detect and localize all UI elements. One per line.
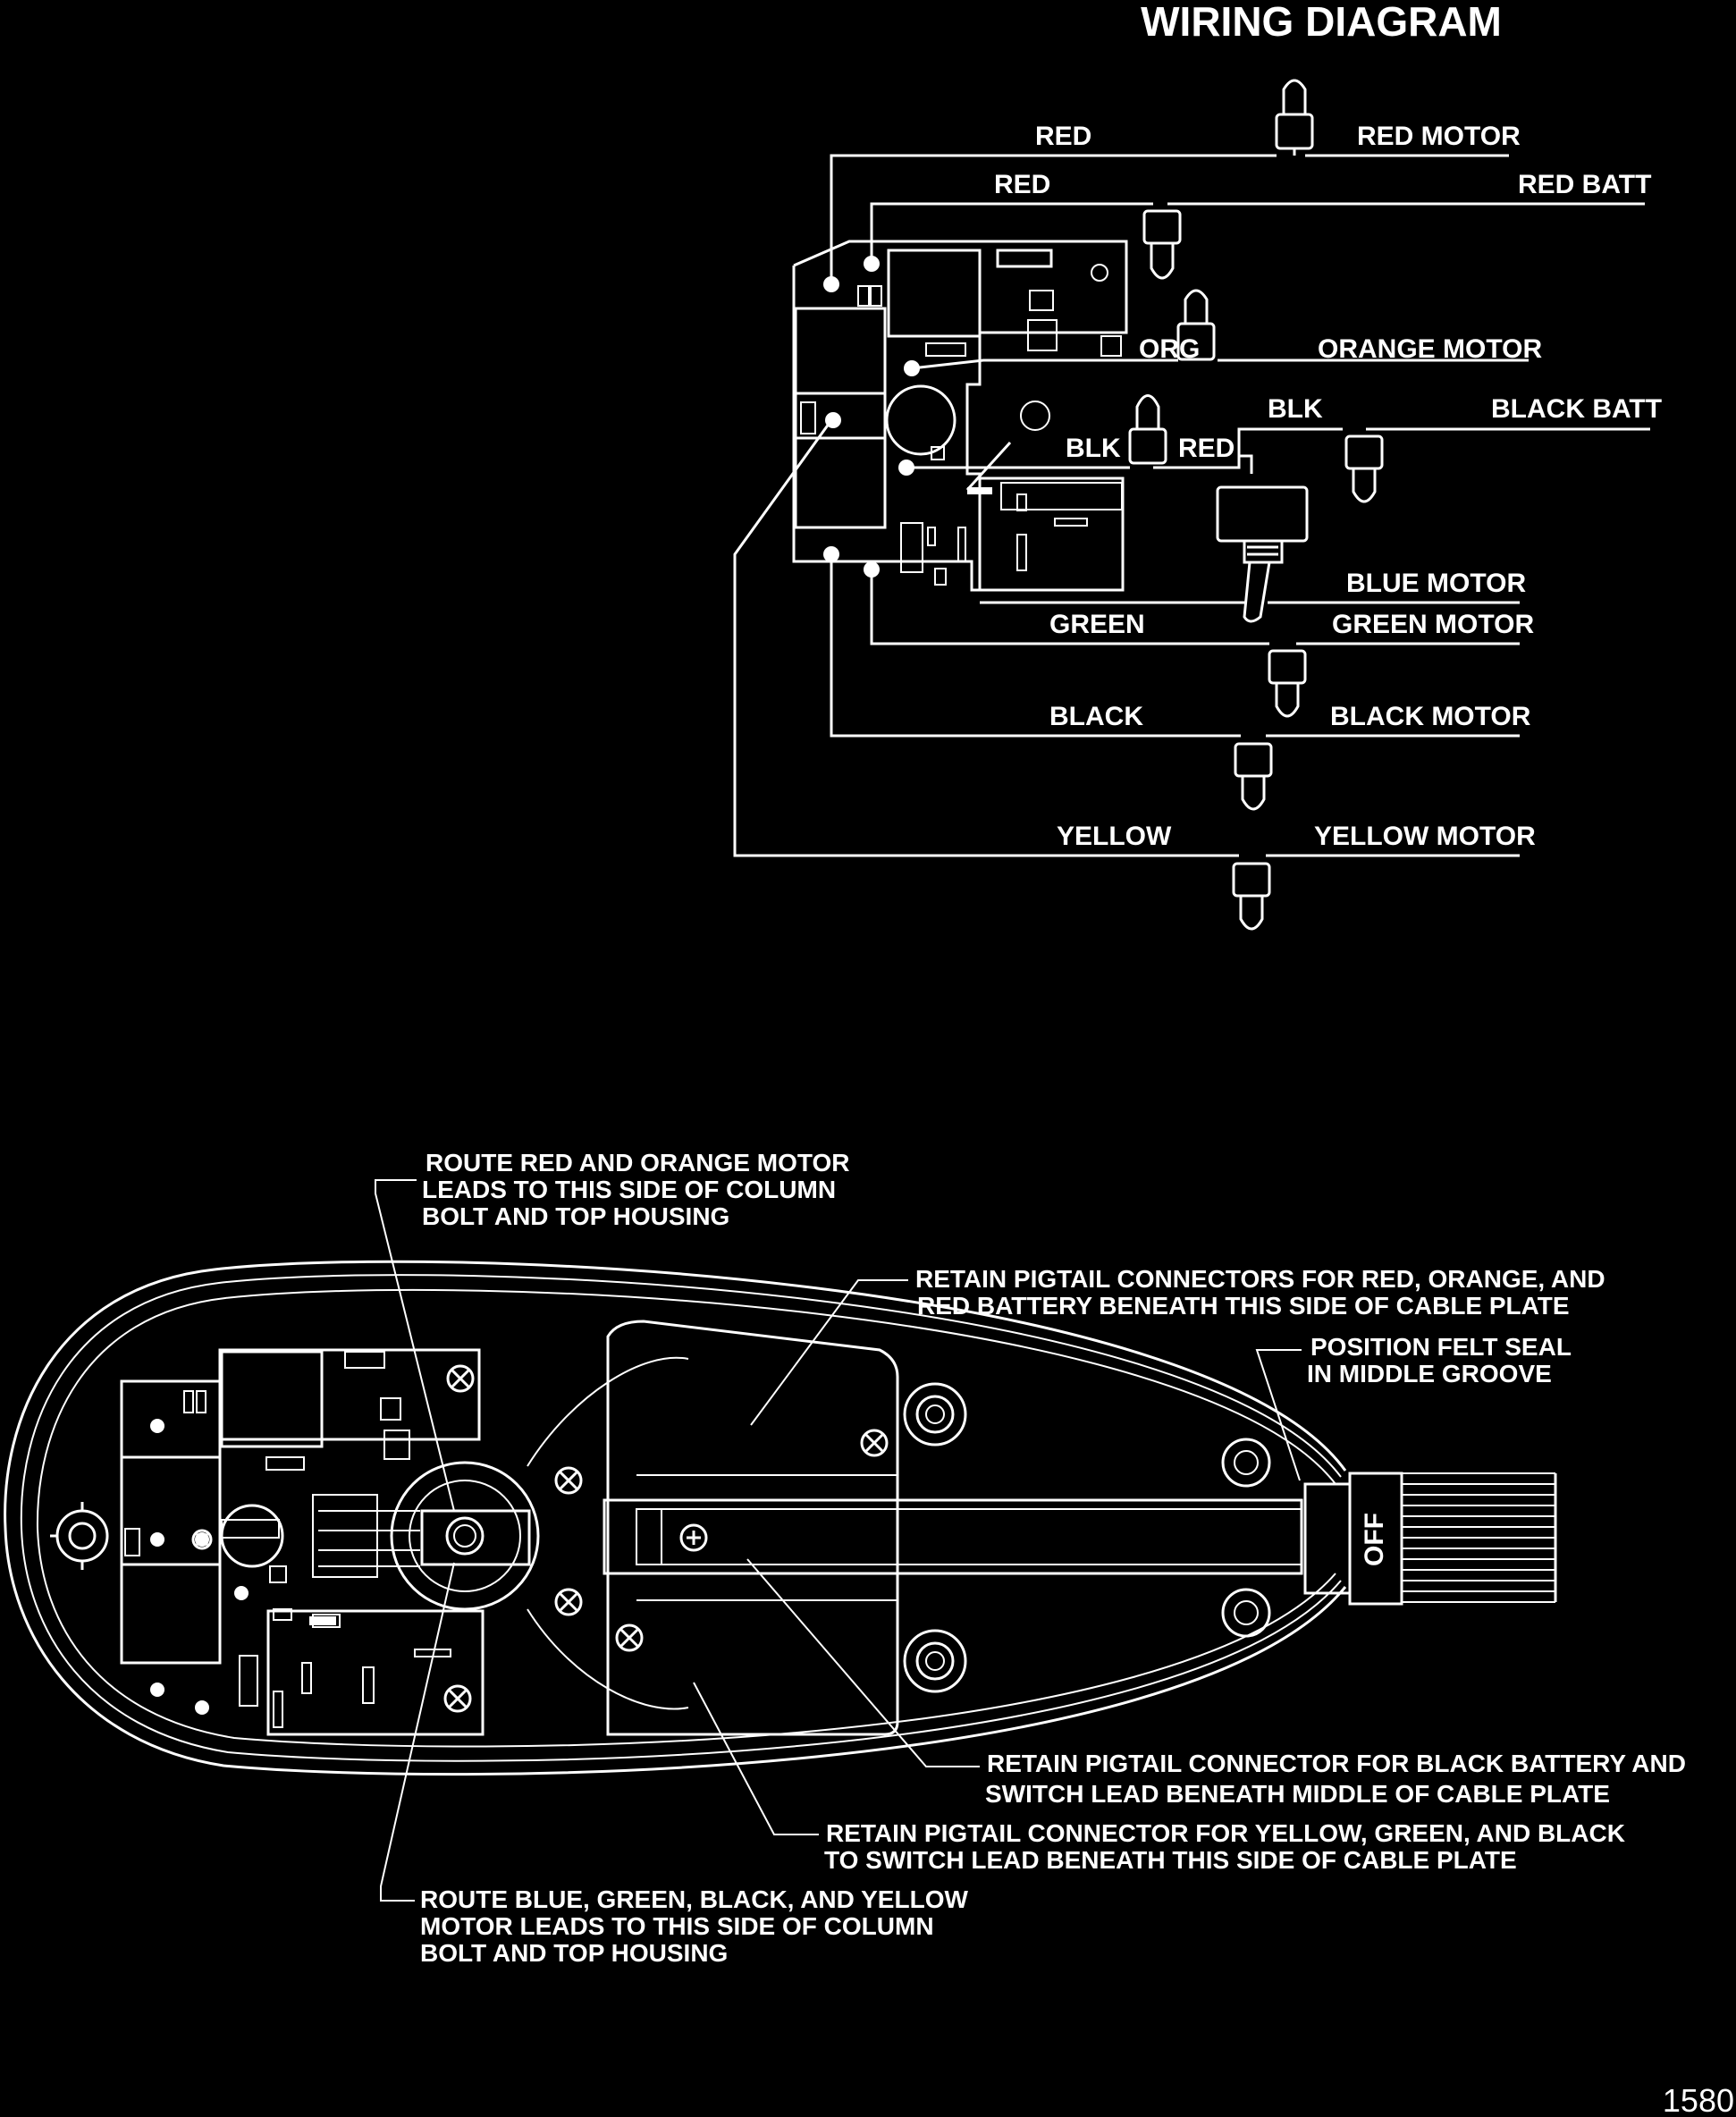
screw-icon <box>554 1466 583 1495</box>
circuit-board <box>792 240 1128 592</box>
callout-notes: ROUTE RED AND ORANGE MOTOR LEADS TO THIS… <box>375 1149 1686 1967</box>
note-retain-red-orange-line2: RED BATTERY BENEATH THIS SIDE OF CABLE P… <box>917 1292 1570 1320</box>
screw-icon <box>554 1588 583 1616</box>
label-green-motor: GREEN MOTOR <box>1332 610 1534 639</box>
note-route-red-orange-line2: LEADS TO THIS SIDE OF COLUMN <box>422 1176 836 1203</box>
label-black-batt: BLACK BATT <box>1491 394 1662 424</box>
label-orange-motor: ORANGE MOTOR <box>1318 334 1542 364</box>
note-retain-red-orange: RETAIN PIGTAIL CONNECTORS FOR RED, ORANG… <box>750 1265 1605 1426</box>
connector-black-batt <box>1344 434 1384 503</box>
housing-screws <box>191 1364 889 1713</box>
label-blk-top: BLK <box>1268 394 1323 424</box>
note-retain-red-orange-line1: RETAIN PIGTAIL CONNECTORS FOR RED, ORANG… <box>915 1265 1605 1293</box>
motor-head-housing: OFF <box>4 1260 1557 1776</box>
connector-green-motor <box>1268 649 1307 718</box>
label-red-batt: RED BATT <box>1518 170 1651 199</box>
label-red-second: RED <box>994 170 1050 199</box>
housing-bushings <box>903 1382 1271 1693</box>
note-route-red-orange-line3: BOLT AND TOP HOUSING <box>422 1202 729 1230</box>
steering-column <box>312 1356 689 1710</box>
note-retain-black-battery-line2: SWITCH LEAD BENEATH MIDDLE OF CABLE PLAT… <box>985 1780 1610 1808</box>
note-route-blue-green-line1: ROUTE BLUE, GREEN, BLACK, AND YELLOW <box>420 1885 968 1913</box>
diagram-title: WIRING DIAGRAM <box>1141 0 1502 45</box>
label-green: GREEN <box>1049 610 1145 639</box>
label-red-motor: RED MOTOR <box>1357 122 1521 151</box>
label-blk-left: BLK <box>1066 434 1121 463</box>
connector-red-batt <box>1142 209 1182 280</box>
screw-icon <box>191 1529 213 1550</box>
screw-icon <box>443 1684 472 1713</box>
wiring-schematic: RED RED MOTOR RED RED BATT ORG ORANGE MO… <box>733 79 1662 931</box>
label-blue-motor: BLUE MOTOR <box>1346 569 1526 598</box>
note-felt-seal-line1: POSITION FELT SEAL <box>1310 1333 1572 1361</box>
note-retain-ygb-line1: RETAIN PIGTAIL CONNECTOR FOR YELLOW, GRE… <box>826 1819 1625 1847</box>
center-bolt-icon <box>679 1523 708 1552</box>
strain-relief: OFF <box>1303 1472 1557 1606</box>
wire-labels: RED RED MOTOR RED RED BATT ORG ORANGE MO… <box>994 122 1662 851</box>
label-red-top: RED <box>1035 122 1091 151</box>
note-route-red-orange-line1: ROUTE RED AND ORANGE MOTOR <box>426 1149 849 1177</box>
note-felt-seal: POSITION FELT SEAL IN MIDDLE GROOVE <box>1255 1333 1572 1481</box>
note-route-blue-green-line3: BOLT AND TOP HOUSING <box>420 1939 728 1967</box>
connector-blk-switch <box>1128 394 1167 465</box>
connector-red-motor <box>1275 79 1314 156</box>
note-route-red-orange: ROUTE RED AND ORANGE MOTOR LEADS TO THIS… <box>375 1149 849 1512</box>
connector-black-motor <box>1234 742 1273 811</box>
off-switch-label: OFF <box>1360 1513 1389 1566</box>
label-org: ORG <box>1139 334 1200 364</box>
note-felt-seal-line2: IN MIDDLE GROOVE <box>1307 1360 1552 1387</box>
housing-circuit-board <box>120 1348 485 1736</box>
nose-mount <box>50 1502 109 1570</box>
screw-icon <box>446 1364 475 1393</box>
note-retain-yellow-green-black: RETAIN PIGTAIL CONNECTOR FOR YELLOW, GRE… <box>693 1682 1625 1874</box>
screw-icon <box>615 1624 644 1652</box>
note-retain-black-battery-line1: RETAIN PIGTAIL CONNECTOR FOR BLACK BATTE… <box>987 1750 1686 1777</box>
note-retain-black-battery: RETAIN PIGTAIL CONNECTOR FOR BLACK BATTE… <box>746 1558 1686 1808</box>
cable-grip-ribs <box>1402 1472 1557 1603</box>
toggle-switch <box>1216 485 1309 623</box>
cable-plate <box>603 1320 1303 1736</box>
note-route-blue-green-line2: MOTOR LEADS TO THIS SIDE OF COLUMN <box>420 1912 934 1940</box>
wires <box>733 154 1650 857</box>
page-number: 1580 <box>1663 2082 1734 2117</box>
note-route-blue-green: ROUTE BLUE, GREEN, BLACK, AND YELLOW MOT… <box>380 1562 968 1967</box>
label-black: BLACK <box>1049 702 1143 731</box>
label-black-motor: BLACK MOTOR <box>1330 702 1531 731</box>
label-red-switch: RED <box>1178 434 1235 463</box>
label-yellow-motor: YELLOW MOTOR <box>1314 822 1536 851</box>
connector-yellow-motor <box>1232 862 1271 931</box>
screw-icon <box>860 1429 889 1457</box>
pigtail-connectors <box>1128 79 1384 931</box>
connector-orange-motor <box>1176 289 1216 361</box>
note-retain-ygb-line2: TO SWITCH LEAD BENEATH THIS SIDE OF CABL… <box>824 1846 1517 1874</box>
label-yellow: YELLOW <box>1057 822 1172 851</box>
